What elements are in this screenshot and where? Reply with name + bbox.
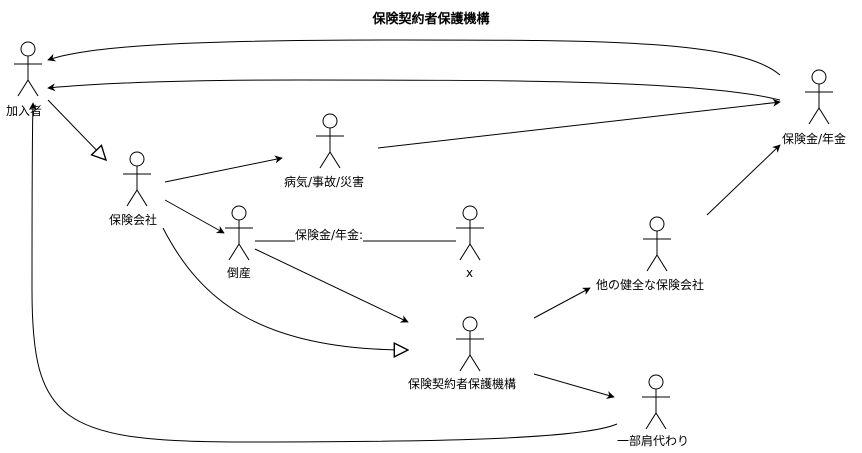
actor-partial-figure[interactable] bbox=[642, 374, 670, 430]
edges bbox=[28, 39, 781, 443]
edge-healthy-to-pension bbox=[706, 144, 781, 216]
actor-pension-label: 保険金/年金 bbox=[782, 132, 847, 146]
actor-insurer-figure[interactable] bbox=[123, 151, 151, 207]
actor-bankrupt-label: 倒産 bbox=[227, 266, 252, 280]
edge-member-to-insurer bbox=[47, 99, 106, 160]
actor-member-label: 加入者 bbox=[6, 104, 43, 118]
actor-healthy-insurer-figure[interactable] bbox=[643, 216, 671, 272]
actor-member-figure[interactable] bbox=[14, 41, 42, 97]
actor-healthy-insurer-label: 他の健全な保険会社 bbox=[596, 278, 705, 292]
edge-bankrupt-to-org bbox=[254, 248, 409, 323]
edge-org-to-healthy bbox=[533, 287, 591, 319]
edge-pension-to-member-top bbox=[47, 39, 781, 76]
actor-insurer-label: 保険会社 bbox=[109, 213, 158, 227]
edge-insurer-to-bankrupt bbox=[164, 199, 225, 234]
diagram-title: 保険契約者保護機構 bbox=[372, 12, 490, 27]
actor-pension-figure[interactable] bbox=[805, 69, 833, 125]
actor-protection-org-label: 保険契約者保護機構 bbox=[408, 377, 517, 391]
actor-bankrupt-figure[interactable] bbox=[225, 205, 253, 261]
edge-insurer-to-illness bbox=[164, 155, 283, 183]
actor-x-figure[interactable] bbox=[456, 205, 484, 261]
actor-x-label: x bbox=[466, 266, 474, 280]
edge-insurer-to-org bbox=[162, 227, 408, 350]
actor-illness-label: 病気/事故/災害 bbox=[284, 175, 365, 189]
edge-org-to-partial bbox=[533, 373, 615, 399]
edge-label-bankrupt-to-x: 保険金/年金: bbox=[295, 226, 364, 243]
actor-partial-label: 一部肩代わり bbox=[617, 434, 690, 448]
edge-pension-to-member bbox=[47, 79, 781, 101]
actor-illness-figure[interactable] bbox=[316, 113, 344, 169]
edge-partial-to-member bbox=[28, 102, 618, 443]
edge-illness-to-pension bbox=[377, 98, 781, 149]
actor-protection-org-figure[interactable] bbox=[456, 316, 484, 372]
